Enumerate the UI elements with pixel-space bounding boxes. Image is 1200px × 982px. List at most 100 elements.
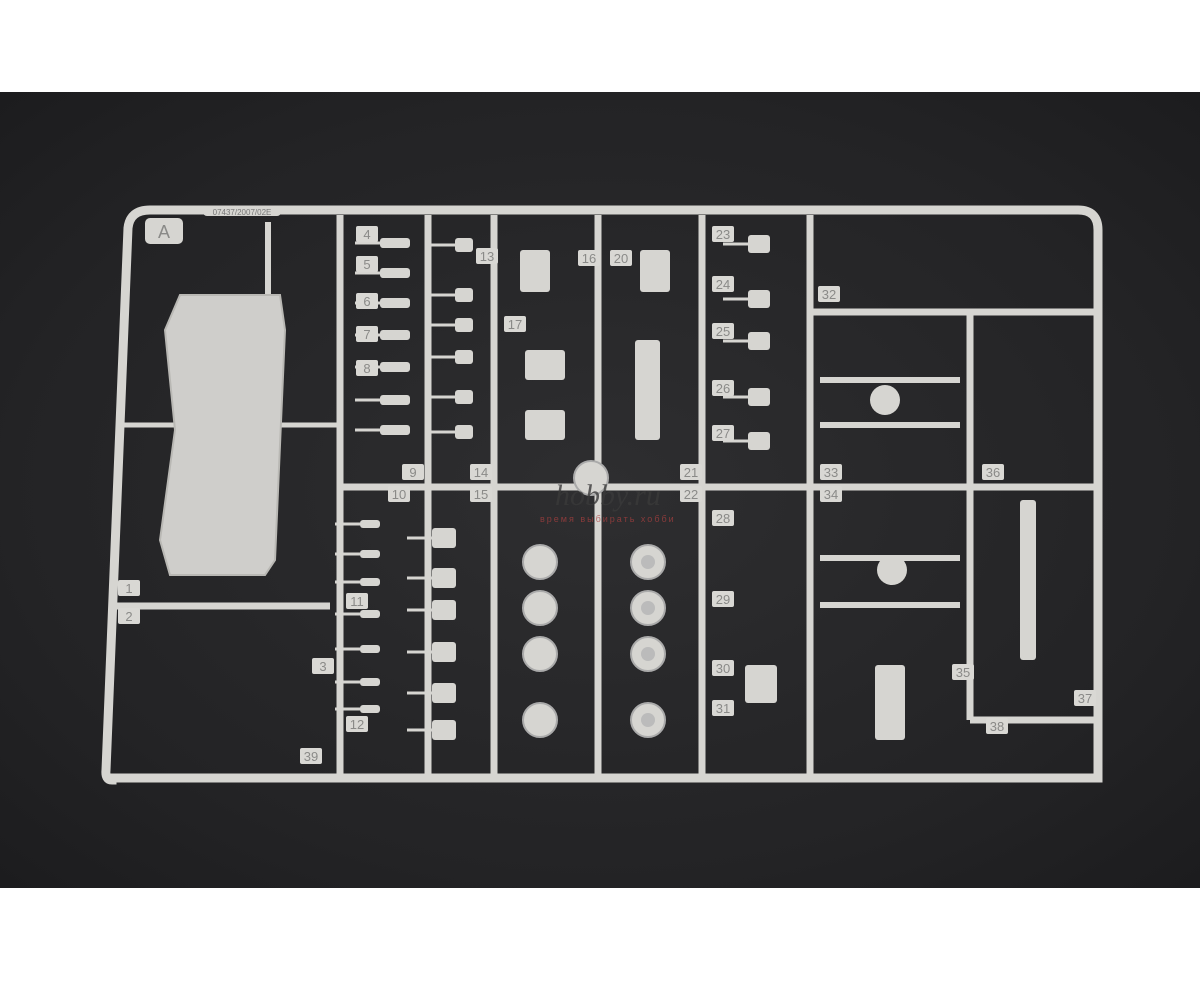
- differential: [870, 385, 900, 415]
- part-number-tag: [356, 326, 378, 342]
- part: [745, 665, 777, 703]
- part-number: 9: [409, 465, 416, 480]
- part-number: 1: [125, 581, 132, 596]
- part-number: 29: [716, 592, 730, 607]
- small-part: [455, 350, 473, 364]
- part-number: 28: [716, 511, 730, 526]
- small-part: [455, 318, 473, 332]
- part-number-tag: [578, 250, 600, 266]
- small-part: [748, 332, 770, 350]
- sprue-code-tag: [203, 206, 281, 216]
- sprue-frame: A07437/2007/02E1234567891011121314151617…: [101, 205, 1103, 785]
- part-number: 6: [363, 294, 370, 309]
- part: [635, 340, 660, 440]
- small-part: [432, 683, 456, 703]
- small-part: [455, 238, 473, 252]
- small-part: [380, 238, 410, 248]
- part-number-tag: [712, 510, 734, 526]
- part-number: 36: [986, 465, 1000, 480]
- part-number: 35: [956, 665, 970, 680]
- small-part: [360, 578, 380, 586]
- part-number: 37: [1078, 691, 1092, 706]
- tire-center: [641, 647, 655, 661]
- wheel-hub: [522, 636, 558, 672]
- part-number: 34: [824, 487, 838, 502]
- small-part: [748, 290, 770, 308]
- part: [525, 350, 565, 380]
- part-number: 2: [125, 609, 132, 624]
- part-number-tag: [952, 664, 974, 680]
- part-number: 25: [716, 324, 730, 339]
- part-number-tag: [680, 464, 702, 480]
- wheel-hub: [522, 702, 558, 738]
- small-part: [432, 528, 456, 548]
- small-part: [748, 388, 770, 406]
- part-number-tag: [712, 425, 734, 441]
- part-number-tag: [504, 316, 526, 332]
- small-part: [380, 268, 410, 278]
- part-number-tag: [312, 658, 334, 674]
- part-number-tag: [402, 464, 424, 480]
- part-number: 10: [392, 487, 406, 502]
- small-part: [380, 395, 410, 405]
- part-number-tag: [820, 464, 842, 480]
- part-number-tag: [712, 660, 734, 676]
- spare-wheel: [573, 460, 609, 496]
- part-number: 12: [350, 717, 364, 732]
- part-number: 17: [508, 317, 522, 332]
- part-number: 31: [716, 701, 730, 716]
- part-number: 4: [363, 227, 370, 242]
- small-part: [432, 642, 456, 662]
- small-part: [748, 432, 770, 450]
- differential: [877, 555, 907, 585]
- small-part: [380, 362, 410, 372]
- part-number-tag: [712, 700, 734, 716]
- part-number-tag: [356, 256, 378, 272]
- small-part: [360, 678, 380, 686]
- wheel-hub: [522, 544, 558, 580]
- part-number: 3: [319, 659, 326, 674]
- part: [1020, 500, 1036, 660]
- part-number-tag: [818, 286, 840, 302]
- part-number: 8: [363, 361, 370, 376]
- sprue-letter: A: [158, 222, 170, 242]
- part-number-tag: [680, 486, 702, 502]
- small-part: [455, 425, 473, 439]
- part: [520, 250, 550, 292]
- chassis-part: [158, 294, 287, 576]
- part-number-tag: [470, 464, 492, 480]
- part-number-tag: [346, 593, 368, 609]
- part-number-tag: [300, 748, 322, 764]
- part-number: 11: [350, 594, 364, 609]
- part-number-tag: [1074, 690, 1096, 706]
- part-number: 39: [304, 749, 318, 764]
- part-number: 21: [684, 465, 698, 480]
- part-number-tag: [356, 226, 378, 242]
- small-part: [455, 390, 473, 404]
- part-number: 33: [824, 465, 838, 480]
- part-number-tag: [982, 464, 1004, 480]
- part-number: 14: [474, 465, 488, 480]
- sprue-letter-tag: [145, 218, 183, 244]
- small-part: [360, 520, 380, 528]
- part-number-tag: [356, 360, 378, 376]
- part: [875, 665, 905, 740]
- small-part: [455, 288, 473, 302]
- watermark-logo: hobby.ru: [555, 479, 661, 512]
- part-number-tag: [712, 323, 734, 339]
- part-number-tag: [610, 250, 632, 266]
- part-number-tag: [118, 608, 140, 624]
- small-part: [380, 330, 410, 340]
- part-number: 30: [716, 661, 730, 676]
- part-number-tag: [470, 486, 492, 502]
- part-number: 32: [822, 287, 836, 302]
- part-number-tag: [356, 293, 378, 309]
- part-number: 27: [716, 426, 730, 441]
- part-number: 38: [990, 719, 1004, 734]
- part-number: 24: [716, 277, 730, 292]
- part: [640, 250, 670, 292]
- watermark-slogan: время выбирать хобби: [540, 514, 676, 524]
- small-part: [360, 705, 380, 713]
- part-number: 26: [716, 381, 730, 396]
